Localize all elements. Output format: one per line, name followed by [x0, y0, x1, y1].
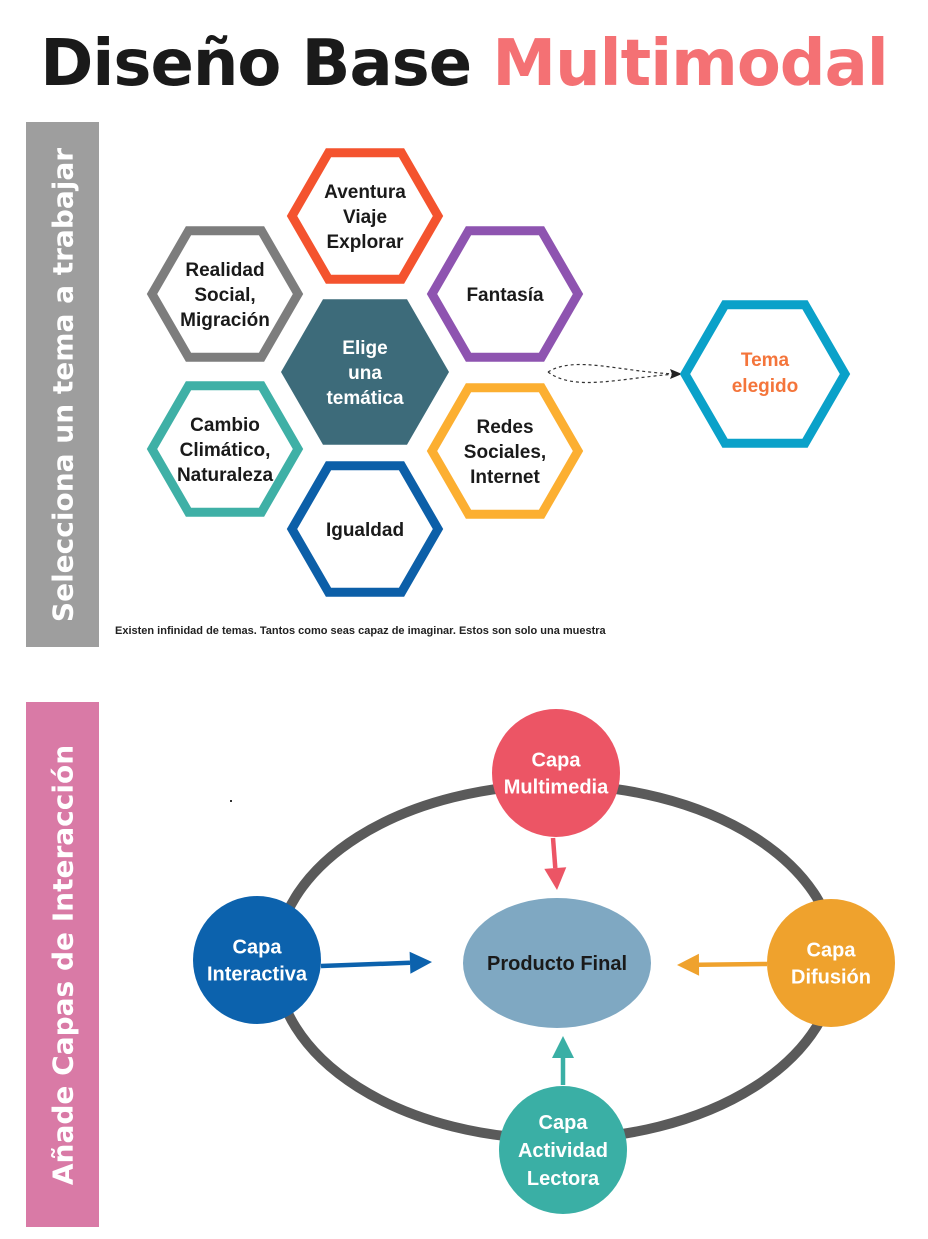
dashed-link-upper	[547, 363, 677, 375]
hex-aventura	[286, 148, 444, 284]
hex-label-aventura-line: Explorar	[326, 232, 404, 253]
arrow-lectora-head	[552, 1036, 574, 1058]
layer-label-interactiva-line: Capa	[233, 937, 283, 959]
stray-dot	[230, 800, 232, 802]
layer-node-interactiva	[193, 896, 321, 1024]
section-1-band: Selecciona un tema a trabajar	[26, 122, 99, 647]
hex-igualdad	[286, 461, 444, 597]
arrow-difusion-shaft	[698, 961, 768, 968]
product-final-node	[463, 898, 651, 1028]
layer-label-lectora-line: Actividad	[518, 1140, 608, 1162]
hex-label-realidad-line: Migración	[180, 310, 270, 331]
hex-chosen	[679, 300, 851, 448]
hex-center-label-line: temática	[326, 388, 404, 409]
section-2-band: Añade Capas de Interacción	[26, 702, 99, 1227]
hex-label-fantasia: Fantasía	[466, 285, 544, 306]
layer-node-lectora	[499, 1086, 627, 1214]
hex-chosen-label: Tema elegido	[732, 350, 799, 397]
layer-label-interactiva-line: Interactiva	[207, 964, 308, 986]
hex-realidad	[146, 226, 304, 362]
layer-node-multimedia	[492, 709, 620, 837]
layer-label-difusion-line: Capa	[807, 940, 857, 962]
layer-node-difusion	[767, 899, 895, 1027]
layer-label-lectora-line: Lectora	[527, 1168, 600, 1190]
arrow-difusion-head	[677, 953, 700, 976]
hex-label-redes-line: Sociales,	[464, 442, 546, 463]
hex-label-fantasia-line: Fantasía	[466, 285, 544, 306]
layer-label-multimedia-line: Multimedia	[504, 777, 609, 799]
title-part-2: Multimodal	[492, 27, 888, 101]
layer-label-lectora-line: Capa	[539, 1112, 589, 1134]
dashed-link-lower	[547, 371, 677, 384]
hex-fantasia	[426, 226, 584, 362]
hex-center-label-line: una	[348, 363, 382, 384]
hex-label-realidad-line: Realidad	[185, 260, 264, 281]
page-title: Diseño Base Multimodal	[0, 24, 928, 104]
hex-label-redes-line: Redes	[476, 417, 533, 438]
hex-chosen-label-line: elegido	[732, 376, 799, 397]
hex-label-cambio-line: Cambio	[190, 415, 260, 436]
hex-label-igualdad: Igualdad	[326, 520, 404, 541]
hex-center	[281, 299, 449, 445]
hex-redes	[426, 383, 584, 519]
title-part-1: Diseño Base	[40, 27, 472, 101]
topics-note: Existen infinidad de temas. Tantos como …	[115, 625, 606, 637]
arrow-interactiva-shaft	[320, 960, 411, 969]
hex-label-aventura-line: Aventura	[324, 182, 406, 203]
hex-label-igualdad-line: Igualdad	[326, 520, 404, 541]
hex-label-redes-line: Internet	[470, 467, 540, 488]
hex-center-label: Elige una temática	[326, 338, 404, 409]
arrow-multimedia-head	[544, 867, 567, 890]
layer-label-difusion-line: Difusión	[791, 967, 871, 989]
hex-cambio	[146, 381, 304, 517]
layer-label-multimedia-line: Capa	[532, 750, 582, 772]
hex-chosen-label-line: Tema	[741, 350, 790, 371]
hex-label-realidad-line: Social,	[194, 285, 255, 306]
dashed-link-arrowhead	[670, 369, 682, 379]
hex-label-aventura-line: Viaje	[343, 207, 387, 228]
hex-center-label-line: Elige	[342, 338, 387, 359]
arrow-interactiva-head	[409, 951, 432, 974]
hex-label-cambio-line: Climático,	[180, 440, 271, 461]
product-final-label-line: Producto Final	[487, 953, 627, 975]
product-final-label: Producto Final	[487, 953, 627, 975]
hex-label-cambio-line: Naturaleza	[177, 465, 274, 486]
arrow-multimedia-shaft	[550, 837, 558, 869]
